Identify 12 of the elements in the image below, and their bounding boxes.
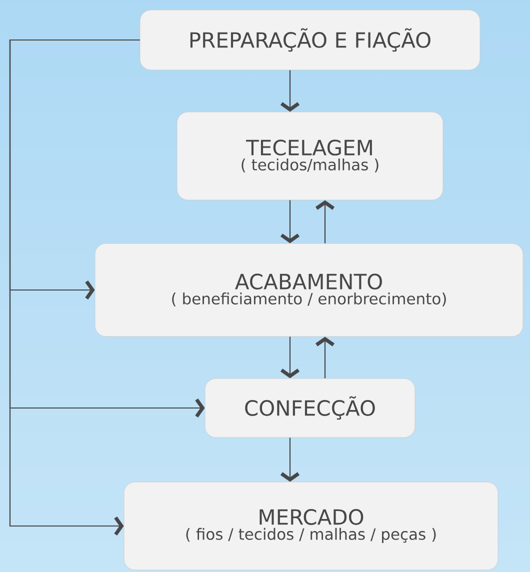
arrow <box>315 200 335 244</box>
process-box: PREPARAÇÃO E FIAÇÃO <box>140 10 480 70</box>
process-box: TECELAGEM ( tecidos/malhas ) <box>176 112 444 200</box>
arrow <box>280 200 300 244</box>
arrow <box>9 39 140 536</box>
arrow <box>315 336 335 378</box>
process-box: CONFECÇÃO <box>204 378 416 438</box>
arrow <box>280 438 300 482</box>
process-box: ACABAMENTO ( beneficiamento / enorbrecimento) <box>94 243 524 337</box>
process-box: MERCADO ( fios / tecidos / malhas / peças ) <box>124 482 498 570</box>
arrow <box>280 70 300 112</box>
arrow <box>280 336 300 378</box>
